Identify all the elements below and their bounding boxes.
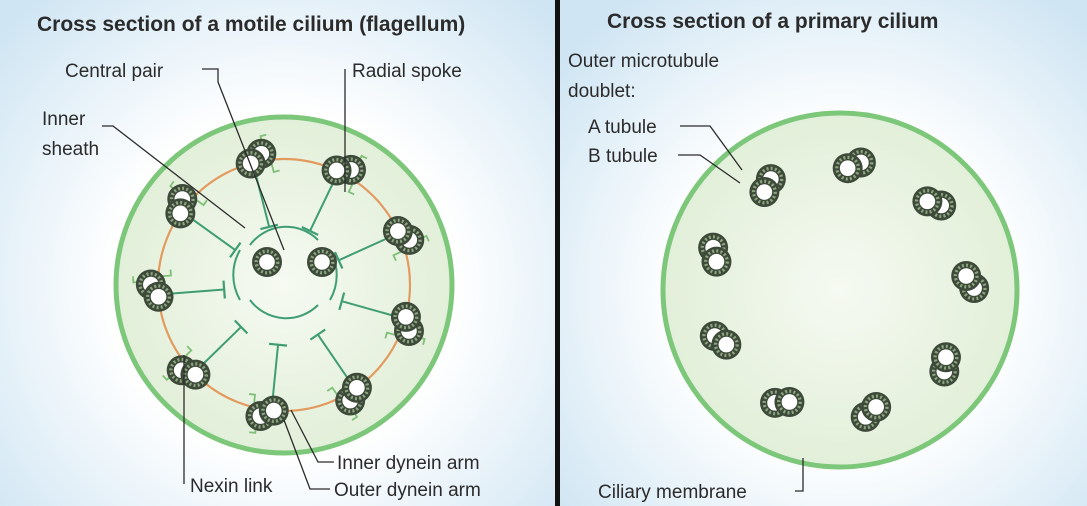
motile-panel-title: Cross section of a motile cilium (flagel… [37,13,465,36]
primary-panel-title: Cross section of a primary cilium [607,10,938,33]
radial-spoke-head-8 [223,281,224,299]
panel-divider [555,0,560,506]
motile-doublet-2 [322,155,366,186]
inner-dynein-arm-label: Inner dynein arm [337,453,480,474]
a-tubule-label: A tubule [588,117,657,138]
motile-a-tubule-3-lumen [390,223,406,239]
motile-a-tubule-4-lumen [398,309,414,325]
ciliary-membrane-label: Ciliary membrane [598,482,747,503]
central-tubule-right-lumen [314,254,330,270]
primary-a-tubule-1-lumen [757,184,773,200]
motile-a-tubule-9-lumen [173,206,189,222]
primary-doublet-5 [929,342,961,386]
primary-a-tubule-9-lumen [709,254,725,270]
primary-a-tubule-4-lumen [958,268,974,284]
motile-doublet-9 [165,184,197,228]
primary-doublet-7 [760,387,804,418]
primary-a-tubule-8-lumen [719,337,735,353]
central-tubule-left-lumen [259,254,275,270]
primary-a-tubule-5-lumen [938,349,954,365]
motile-a-tubule-7-lumen [188,367,204,383]
b-tubule-label: B tubule [588,146,658,167]
primary-a-tubule-2-lumen [840,160,856,176]
outer-dynein-arm-label: Outer dynein arm [334,480,481,501]
outer-doublet-label-line1: Outer microtubule [568,51,719,72]
inner-sheath-label-line1: Inner [42,109,86,130]
motile-a-tubule-2-lumen [329,163,345,179]
primary-a-tubule-6-lumen [868,399,884,415]
outer-doublet-label-line2: doublet: [568,81,636,102]
radial-spoke-label: Radial spoke [352,61,462,82]
motile-a-tubule-6-lumen [266,403,282,419]
inner-sheath-label-line2: sheath [42,139,99,160]
primary-a-tubule-7-lumen [782,394,798,410]
central-pair-label: Central pair [65,61,164,82]
primary-a-tubule-3-lumen [920,194,936,210]
nexin-link-label: Nexin link [190,476,273,497]
motile-a-tubule-5-lumen [349,380,365,396]
motile-a-tubule-8-lumen [151,289,167,305]
